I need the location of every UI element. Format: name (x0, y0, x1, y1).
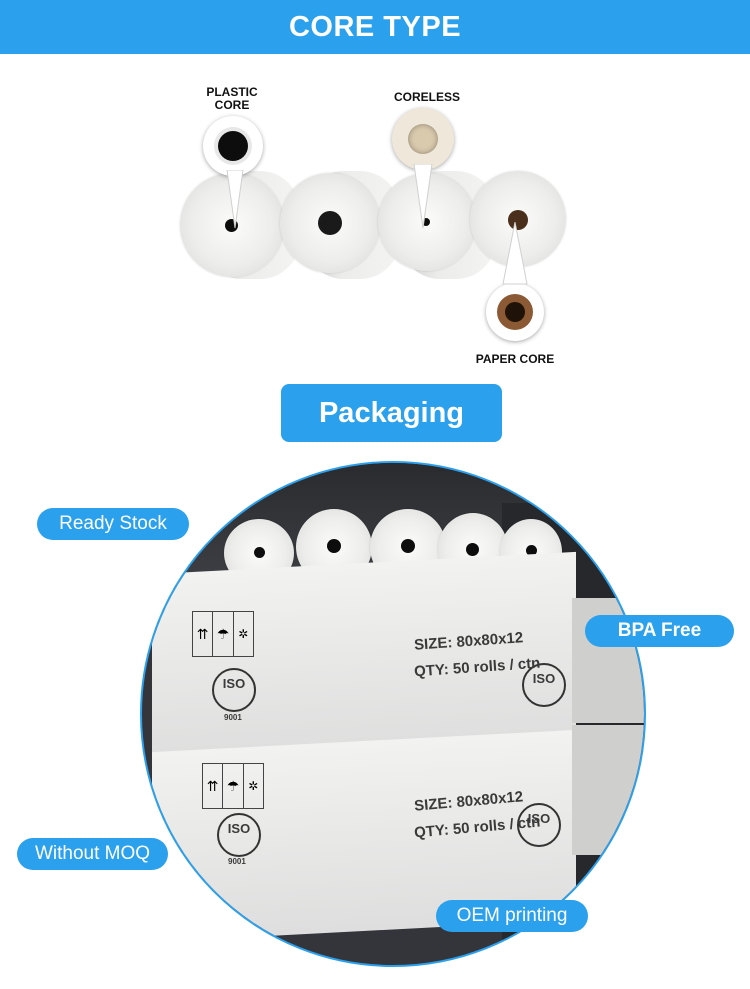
iso-seal-top-right: ISO (522, 663, 566, 707)
without-moq-badge: Without MOQ (17, 838, 168, 870)
iso-number-bottom: 9001 (228, 857, 246, 866)
iso-number-top: 9001 (224, 713, 242, 722)
iso-seal-top-left: ISO (212, 668, 256, 712)
coreless-roll (280, 168, 400, 283)
section-title: CORE TYPE (288, 10, 462, 43)
coreless-roll-2 (378, 168, 498, 283)
plastic-core-label-line1: PLASTIC (206, 85, 258, 99)
iso-seal-bottom-right: ISO (517, 803, 561, 847)
plastic-pointer (226, 170, 244, 229)
handling-symbols-bottom: ⇈ ☂ ✲ (202, 763, 264, 809)
oem-printing-badge: OEM printing (436, 900, 588, 932)
paper-pointer (502, 222, 528, 285)
iso-seal-bottom-left: ISO (217, 813, 261, 857)
plastic-core-label: PLASTIC CORE (196, 86, 268, 112)
section-header: CORE TYPE (0, 0, 750, 54)
coreless-label: CORELESS (393, 90, 460, 104)
plastic-core-label-line2: CORE (214, 98, 250, 112)
coreless-pointer (413, 164, 433, 229)
packaging-heading: Packaging (281, 384, 502, 442)
plastic-core-zoom (203, 116, 263, 176)
carton-bottom-side (572, 725, 644, 855)
paper-core-label: PAPER CORE (475, 352, 555, 366)
coreless-zoom (392, 108, 454, 170)
paper-core-zoom (486, 283, 544, 341)
packaging-photo: ⇈ ☂ ✲ ⇈ ☂ ✲ ISO ISO ISO ISO 9001 9001 SI… (140, 461, 646, 967)
packaging-title: Packaging (318, 396, 465, 429)
bpa-free-badge: BPA Free (585, 615, 734, 647)
ready-stock-badge: Ready Stock (37, 508, 189, 540)
handling-symbols-top: ⇈ ☂ ✲ (192, 611, 254, 657)
